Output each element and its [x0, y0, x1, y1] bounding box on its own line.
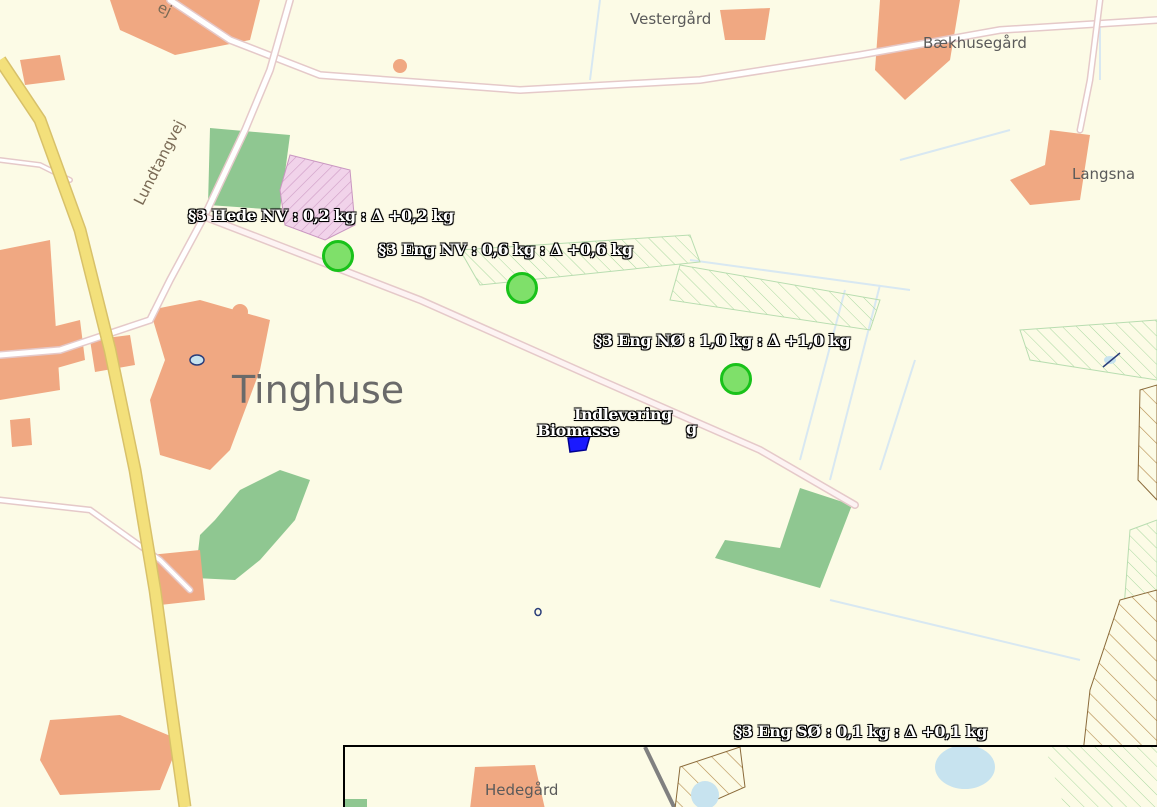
label-biomasse[interactable]: Biomasse: [537, 421, 619, 440]
green-circle-marker-icon[interactable]: [720, 363, 752, 395]
label-hede-nv[interactable]: §3 Hede NV : 0,2 kg : Δ +0,2 kg: [188, 206, 454, 225]
place-label-tinghuse: Tinghuse: [232, 368, 405, 412]
heath-area: [279, 154, 356, 241]
biomass-polygon: [567, 435, 592, 453]
place-label-langsna: Langsna: [1072, 165, 1136, 183]
place-label-hedegaard: Hedegård: [485, 781, 559, 799]
label-biomasse-suffix: g: [686, 419, 697, 438]
label-indlevering[interactable]: Indlevering: [574, 405, 672, 424]
place-label-baekhusegaard: Bækhusegård: [923, 34, 1027, 52]
label-eng-so[interactable]: §3 Eng SØ : 0,1 kg : Δ +0,1 kg: [734, 722, 988, 741]
inset-map-basemap: [345, 747, 1157, 807]
green-circle-marker-icon[interactable]: [322, 240, 354, 272]
inset-map-panel[interactable]: Hedegård: [343, 745, 1157, 807]
green-circle-marker-icon[interactable]: [506, 272, 538, 304]
label-eng-nv[interactable]: §3 Eng NV : 0,6 kg : Δ +0,6 kg: [378, 240, 633, 259]
place-label-vestergaard: Vestergård: [630, 10, 712, 28]
label-eng-no[interactable]: §3 Eng NØ : 1,0 kg : Δ +1,0 kg: [594, 331, 851, 350]
buildings: [0, 0, 1090, 795]
minor-roads: [0, 0, 1157, 594]
main-road: [0, 56, 192, 807]
